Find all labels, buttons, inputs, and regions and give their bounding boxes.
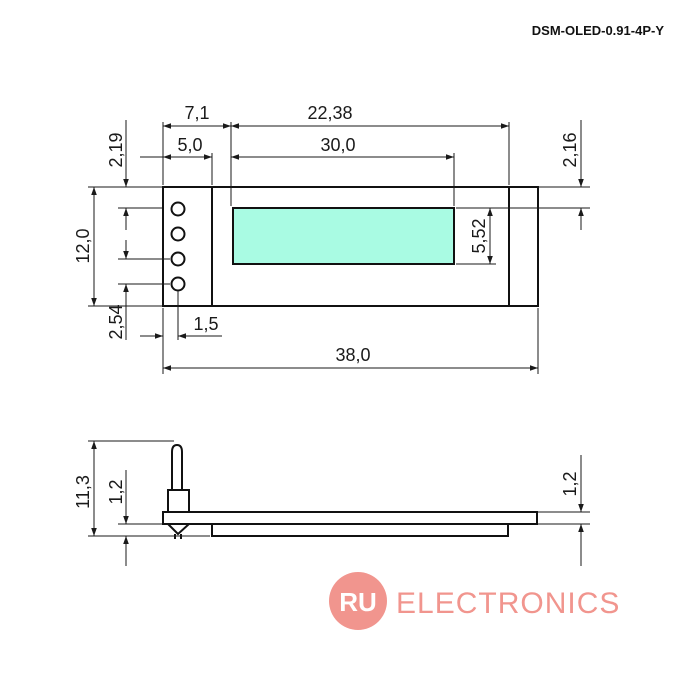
pin-hole-4 [170,276,186,292]
dim-38-0: 38,0 [335,345,370,365]
pin-hole-3 [170,251,186,267]
side-display-module [211,523,509,537]
side-view: 11,3 1,2 1,2 [73,440,590,566]
top-view: 7,1 22,38 5,0 30,0 2,19 12,0 2,54 2,16 [73,103,590,374]
dim-2-54: 2,54 [106,304,126,339]
watermark: RU ELECTRONICS [329,572,620,630]
dim-30-0: 30,0 [320,135,355,155]
dim-5-0: 5,0 [177,135,202,155]
pin-hole-2 [170,226,186,242]
dim-5-52: 5,52 [469,218,489,253]
side-pin-tail [165,523,192,536]
watermark-logo-circle [329,572,387,630]
pin-hole-1 [170,201,186,217]
dim-2-16: 2,16 [560,132,580,167]
model-code: DSM-OLED-0.91-4P-Y [532,23,665,38]
dim-1-2-left: 1,2 [106,479,126,504]
watermark-logo-text: RU [339,587,377,617]
dim-7-1: 7,1 [184,103,209,123]
dim-11-3-side: 11,3 [73,475,93,509]
watermark-brand-text: ELECTRONICS [396,587,620,620]
dim-22-38: 22,38 [307,103,352,123]
side-header-pin [171,443,183,491]
oled-display-area [232,207,455,265]
dim-12-0: 12,0 [73,228,93,263]
side-pcb [162,511,538,525]
board-outline [162,186,539,307]
dim-2-19: 2,19 [106,132,126,167]
side-pin-housing [167,489,190,513]
dim-1-2-right: 1,2 [560,471,580,496]
dim-1-5: 1,5 [193,314,218,334]
